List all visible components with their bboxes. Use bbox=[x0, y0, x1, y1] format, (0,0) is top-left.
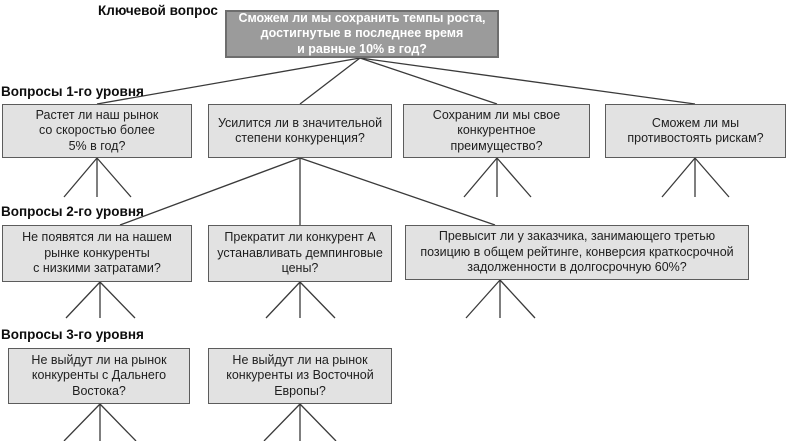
connector-line bbox=[99, 403, 137, 441]
connector-line bbox=[496, 157, 532, 198]
level3-question-box-1: Не выйдут ли на рынок конкуренты с Дальн… bbox=[8, 348, 190, 404]
level2-box3-fan bbox=[465, 279, 536, 319]
level1-box4-fan bbox=[661, 157, 730, 198]
level1-box1-fan bbox=[63, 157, 132, 198]
key-question-box: Сможем ли мы сохранить темпы роста, дост… bbox=[225, 10, 499, 58]
level3-box1-fan bbox=[63, 403, 137, 441]
connector-line bbox=[299, 403, 337, 441]
connector-line bbox=[463, 157, 498, 198]
connector-line bbox=[661, 157, 696, 198]
connector-line bbox=[119, 157, 301, 226]
level3-label: Вопросы 3-го уровня bbox=[1, 327, 144, 342]
connector-line bbox=[263, 403, 301, 441]
level2-box2-fan bbox=[265, 281, 336, 319]
connector-line bbox=[694, 157, 730, 198]
key-to-level1-connectors bbox=[96, 57, 696, 105]
connector-line bbox=[299, 157, 496, 226]
connector-line bbox=[96, 57, 361, 105]
level2-label: Вопросы 2-го уровня bbox=[1, 204, 144, 219]
connector-line bbox=[465, 279, 501, 319]
key-question-label: Ключевой вопрос bbox=[98, 3, 218, 18]
level1-box3-fan bbox=[463, 157, 532, 198]
level1-question-box-3: Сохраним ли мы свое конкурентное преимущ… bbox=[403, 104, 590, 158]
level2-question-box-1: Не появятся ли на нашем рынке конкуренты… bbox=[2, 225, 192, 282]
connector-line bbox=[63, 403, 101, 441]
connector-line bbox=[99, 281, 136, 319]
connector-line bbox=[96, 157, 132, 198]
level2-question-box-3: Превысит ли у заказчика, занимающего тре… bbox=[405, 225, 749, 280]
connector-line bbox=[63, 157, 98, 198]
connector-line bbox=[265, 281, 301, 319]
connector-line bbox=[299, 281, 336, 319]
level1-label: Вопросы 1-го уровня bbox=[1, 84, 144, 99]
connector-line bbox=[359, 57, 498, 105]
connector-line bbox=[65, 281, 101, 319]
connector-line bbox=[299, 57, 361, 105]
level1-question-box-1: Растет ли наш рынок со скоростью более 5… bbox=[2, 104, 192, 158]
level1-box2-to-level2-connectors bbox=[119, 157, 496, 226]
connector-line bbox=[499, 279, 536, 319]
level2-question-box-2: Прекратит ли конкурент А устанавливать д… bbox=[208, 225, 392, 282]
level3-question-box-2: Не выйдут ли на рынок конкуренты из Вост… bbox=[208, 348, 392, 404]
level1-question-box-2: Усилится ли в значительной степени конку… bbox=[208, 104, 392, 158]
level1-question-box-4: Сможем ли мы противостоять рискам? bbox=[605, 104, 786, 158]
level3-box2-fan bbox=[263, 403, 337, 441]
connector-line bbox=[359, 57, 696, 105]
level2-box1-fan bbox=[65, 281, 136, 319]
